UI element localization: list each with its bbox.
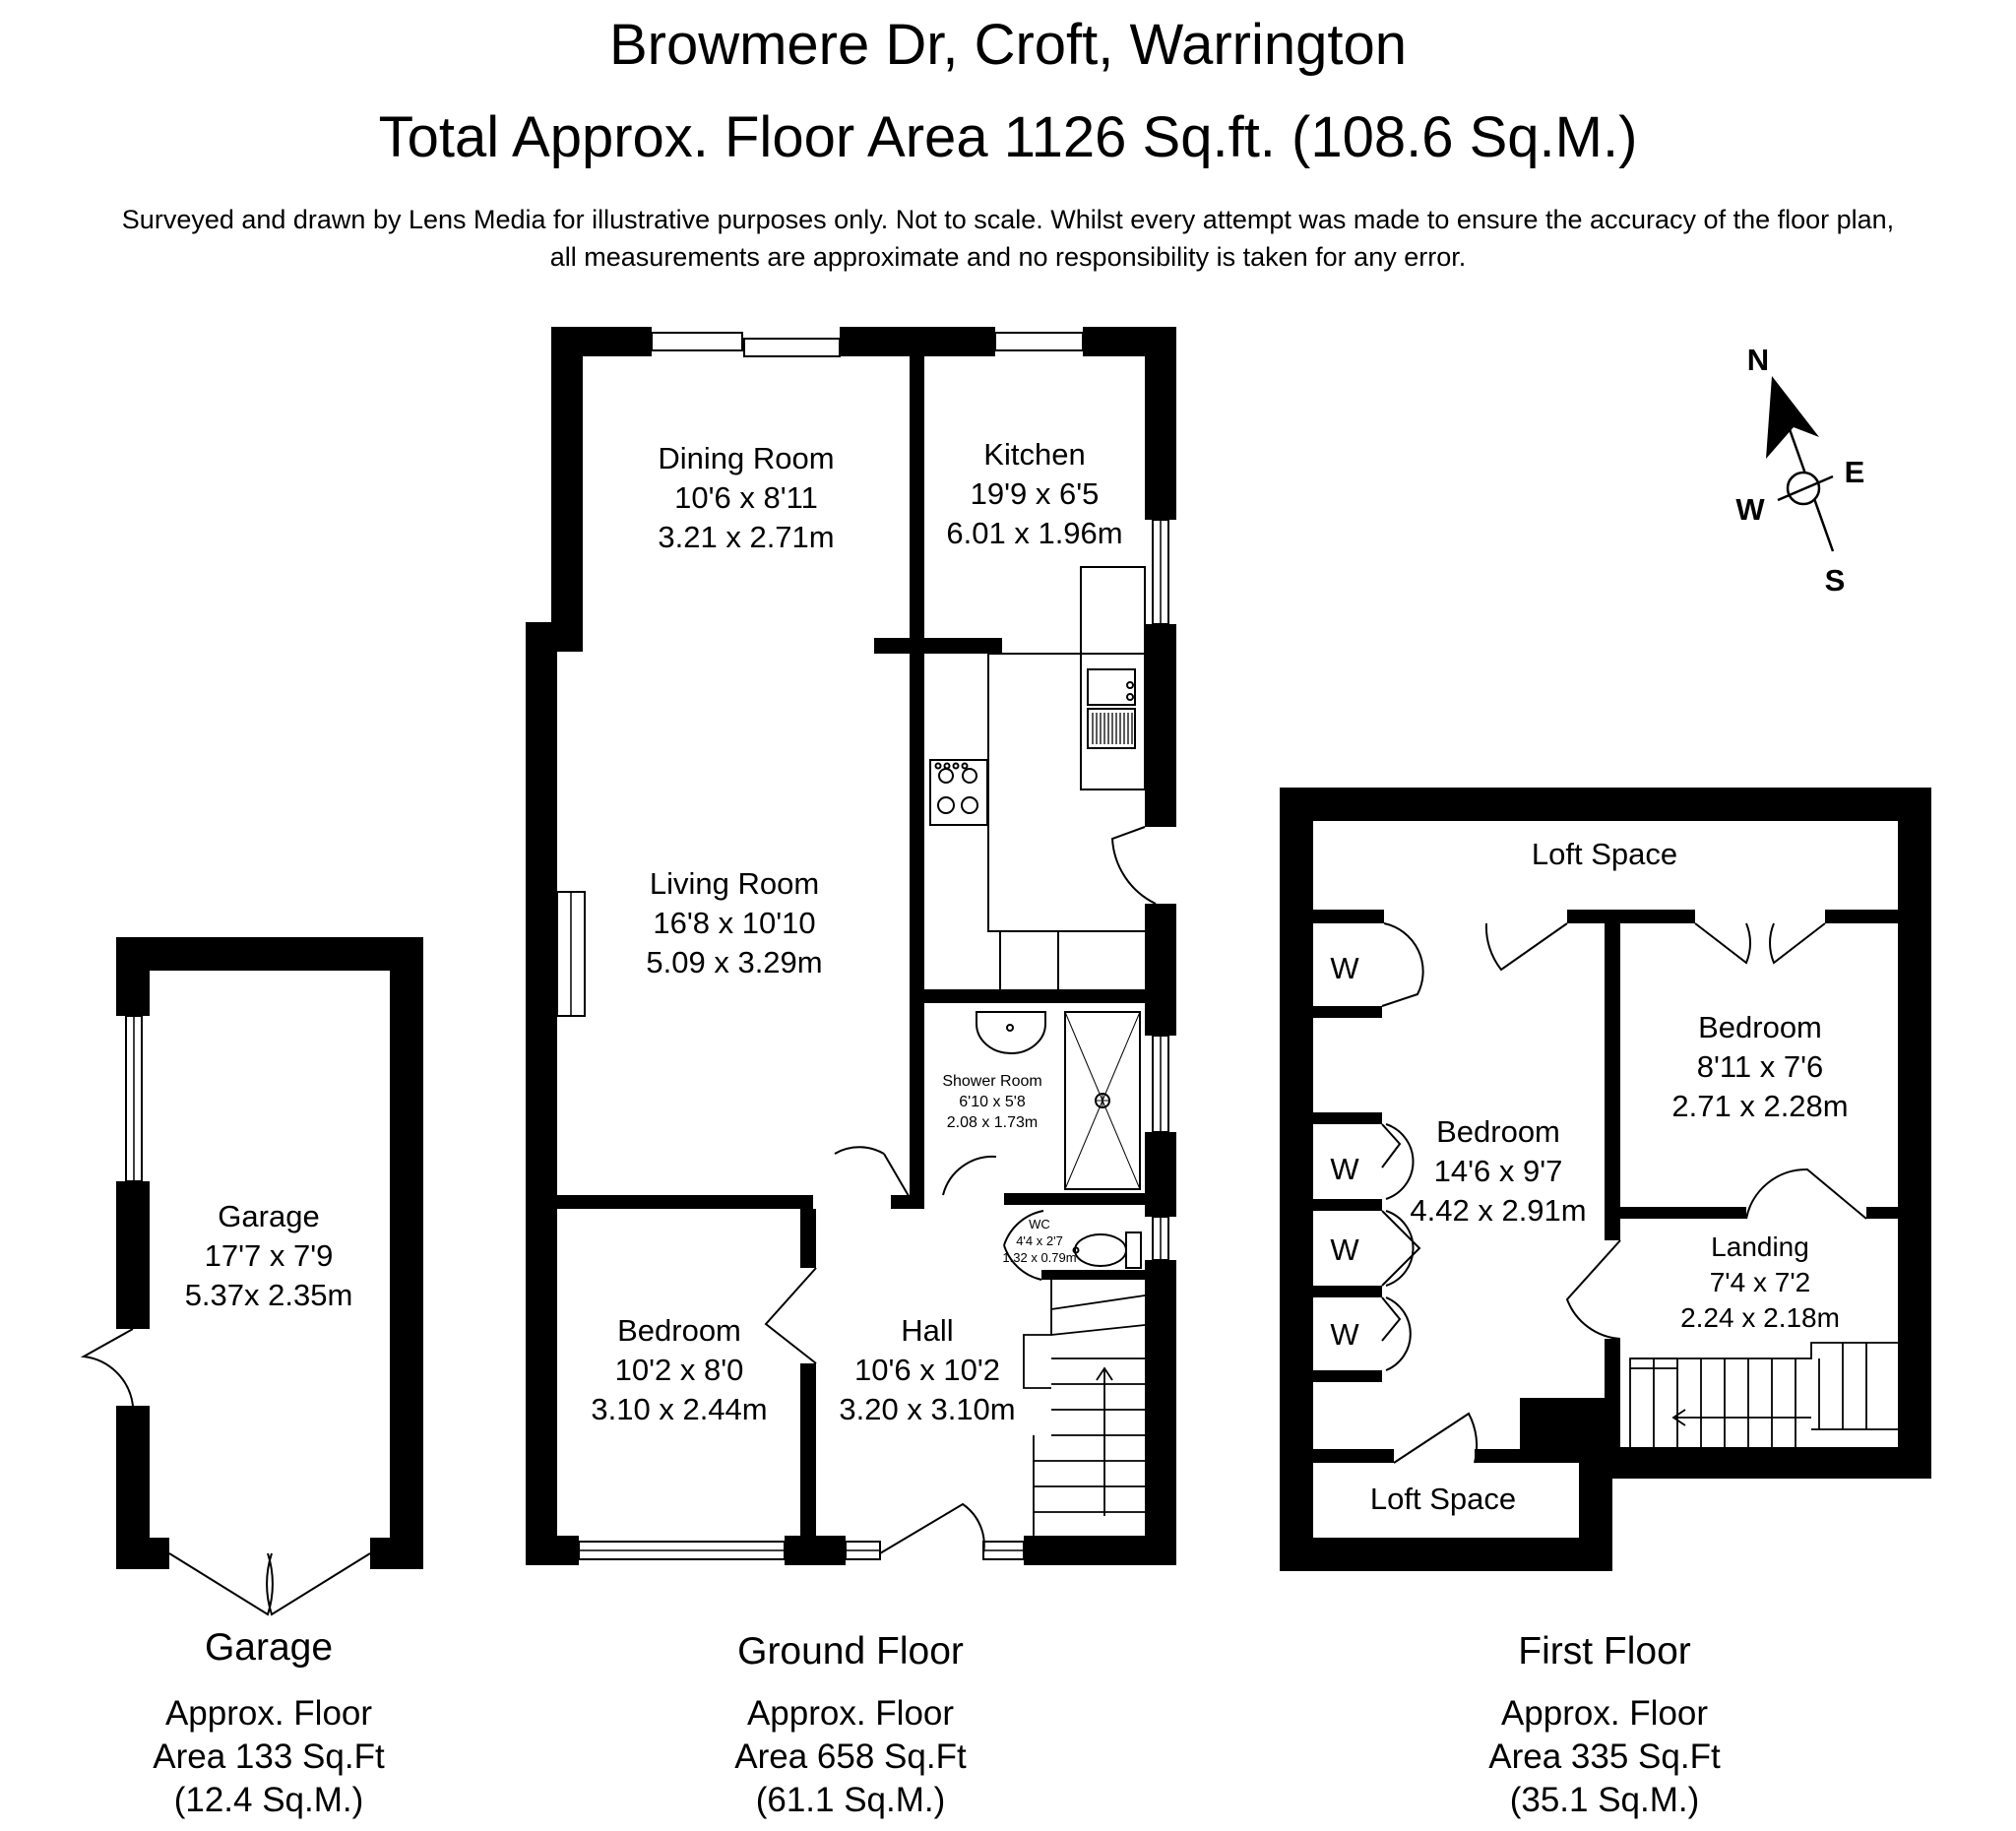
loft-space-bottom: Loft Space — [1370, 1482, 1516, 1516]
plan-title: Browmere Dr, Croft, Warrington — [608, 13, 1408, 77]
ground-bedroom-imperial: 10'2 x 8'0 — [615, 1353, 744, 1387]
first-floor-area-line-1: Approx. Floor — [1501, 1694, 1708, 1733]
total-floor-area: Total Approx. Floor Area 1126 Sq.ft. (10… — [378, 105, 1638, 169]
loft-space-top: Loft Space — [1532, 837, 1677, 871]
kitchen-metric: 6.01 x 1.96m — [946, 516, 1122, 550]
wc-imperial: 4'4 x 2'7 — [1016, 1233, 1063, 1248]
garage-area-line-3: (12.4 Sq.M.) — [174, 1781, 364, 1819]
wardrobe-label-1: W — [1330, 951, 1359, 985]
main-bedroom-name: Bedroom — [1436, 1114, 1560, 1149]
wc-metric: 1.32 x 0.79m — [1002, 1250, 1076, 1265]
landing-metric: 2.24 x 2.18m — [1680, 1302, 1840, 1333]
compass-north: N — [1747, 343, 1769, 377]
compass-south: S — [1825, 563, 1846, 598]
landing-name: Landing — [1711, 1231, 1809, 1262]
small-bedroom-imperial: 8'11 x 7'6 — [1697, 1049, 1823, 1084]
garage-room-imperial: 17'7 x 7'9 — [205, 1238, 334, 1273]
first-floor-area-line-2: Area 335 Sq.Ft — [1488, 1737, 1721, 1776]
garage-plan: Garage 17'7 x 7'9 5.37x 2.35m — [80, 937, 423, 1616]
living-room-metric: 5.09 x 3.29m — [646, 945, 822, 979]
first-floor-plan: Loft Space Loft Space W W W W Bedroom 14… — [1280, 788, 1931, 1571]
main-bedroom-imperial: 14'6 x 9'7 — [1434, 1154, 1563, 1188]
small-bedroom-name: Bedroom — [1698, 1010, 1822, 1044]
disclaimer-line-1: Surveyed and drawn by Lens Media for ill… — [121, 205, 1895, 234]
dining-room-imperial: 10'6 x 8'11 — [674, 480, 818, 515]
hall-metric: 3.20 x 3.10m — [839, 1392, 1015, 1426]
ground-floor-area-line-3: (61.1 Sq.M.) — [756, 1781, 946, 1819]
small-bedroom-metric: 2.71 x 2.28m — [1671, 1089, 1848, 1123]
dining-room-metric: 3.21 x 2.71m — [658, 520, 834, 554]
disclaimer-line-2: all measurements are approximate and no … — [549, 242, 1467, 272]
compass-rose: N E S W — [1735, 343, 1864, 598]
ground-floor-caption: Ground Floor Approx. Floor Area 658 Sq.F… — [734, 1630, 967, 1819]
north-arrow-icon — [1766, 376, 1819, 459]
ground-floor-name: Ground Floor — [737, 1630, 964, 1673]
compass-west: W — [1735, 492, 1765, 527]
kitchen-name: Kitchen — [983, 437, 1085, 472]
ground-bedroom-name: Bedroom — [617, 1313, 741, 1348]
compass-east-west-line — [1777, 474, 1834, 502]
ground-floor-area-line-1: Approx. Floor — [747, 1694, 954, 1733]
dining-room-name: Dining Room — [658, 441, 834, 475]
wc-name: WC — [1029, 1217, 1050, 1231]
ground-bedroom-metric: 3.10 x 2.44m — [591, 1392, 767, 1426]
hall-name: Hall — [901, 1313, 953, 1348]
garage-floor-name: Garage — [205, 1626, 333, 1669]
garage-room-metric: 5.37x 2.35m — [185, 1278, 353, 1312]
garage-area-line-1: Approx. Floor — [165, 1694, 372, 1733]
ground-floor-area-line-2: Area 658 Sq.Ft — [734, 1737, 967, 1776]
shower-room-name: Shower Room — [942, 1073, 1041, 1090]
shower-room-imperial: 6'10 x 5'8 — [959, 1094, 1026, 1110]
first-floor-name: First Floor — [1518, 1630, 1691, 1673]
compass-east: E — [1845, 455, 1865, 489]
main-bedroom-metric: 4.42 x 2.91m — [1410, 1193, 1586, 1228]
wardrobe-label-2: W — [1330, 1152, 1359, 1186]
first-floor-caption: First Floor Approx. Floor Area 335 Sq.Ft… — [1488, 1630, 1721, 1819]
garage-room-name: Garage — [218, 1199, 319, 1233]
ground-floor-plan: Dining Room 10'6 x 8'11 3.21 x 2.71m Kit… — [526, 327, 1176, 1565]
garage-caption: Garage Approx. Floor Area 133 Sq.Ft (12.… — [153, 1626, 385, 1819]
living-room-imperial: 16'8 x 10'10 — [653, 906, 815, 940]
first-floor-area-line-3: (35.1 Sq.M.) — [1510, 1781, 1700, 1819]
wardrobe-label-3: W — [1330, 1232, 1359, 1267]
garage-area-line-2: Area 133 Sq.Ft — [153, 1737, 385, 1776]
kitchen-imperial: 19'9 x 6'5 — [971, 476, 1100, 511]
landing-imperial: 7'4 x 7'2 — [1710, 1267, 1811, 1297]
shower-room-metric: 2.08 x 1.73m — [947, 1114, 1039, 1131]
living-room-name: Living Room — [650, 866, 819, 901]
wardrobe-label-4: W — [1330, 1317, 1359, 1352]
hall-imperial: 10'6 x 10'2 — [854, 1353, 1000, 1387]
